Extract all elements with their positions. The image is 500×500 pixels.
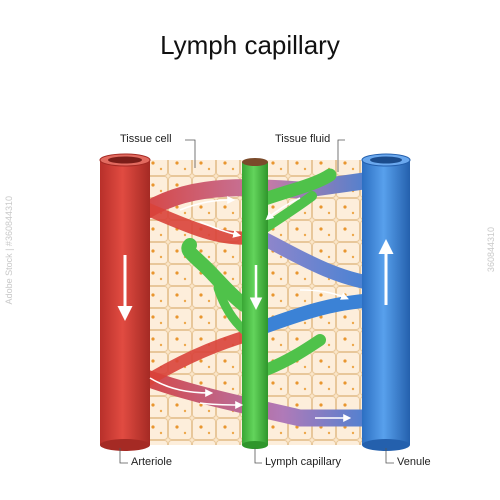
- label-tissue-fluid: Tissue fluid: [275, 133, 331, 145]
- leader-lines: [119, 139, 394, 464]
- blood-capillary-upper: [133, 199, 257, 245]
- diagram-title: Lymph capillary: [160, 30, 340, 60]
- watermark-right: 360844310: [482, 0, 500, 500]
- watermark-left-text: Adobe Stock | #360844310: [4, 195, 14, 305]
- label-venule: Venule: [397, 456, 431, 468]
- blood-capillary-cross: [134, 329, 256, 391]
- label-tissue-cell: Tissue cell: [120, 133, 172, 145]
- label-arteriole: Arteriole: [131, 456, 172, 468]
- flow-arrows: [117, 196, 394, 422]
- label-lymph-capillary: Lymph capillary: [265, 456, 342, 468]
- lymph-branches: [181, 168, 337, 376]
- watermark-left: Adobe Stock | #360844310: [0, 0, 18, 500]
- watermark-right-text: 360844310: [486, 227, 496, 273]
